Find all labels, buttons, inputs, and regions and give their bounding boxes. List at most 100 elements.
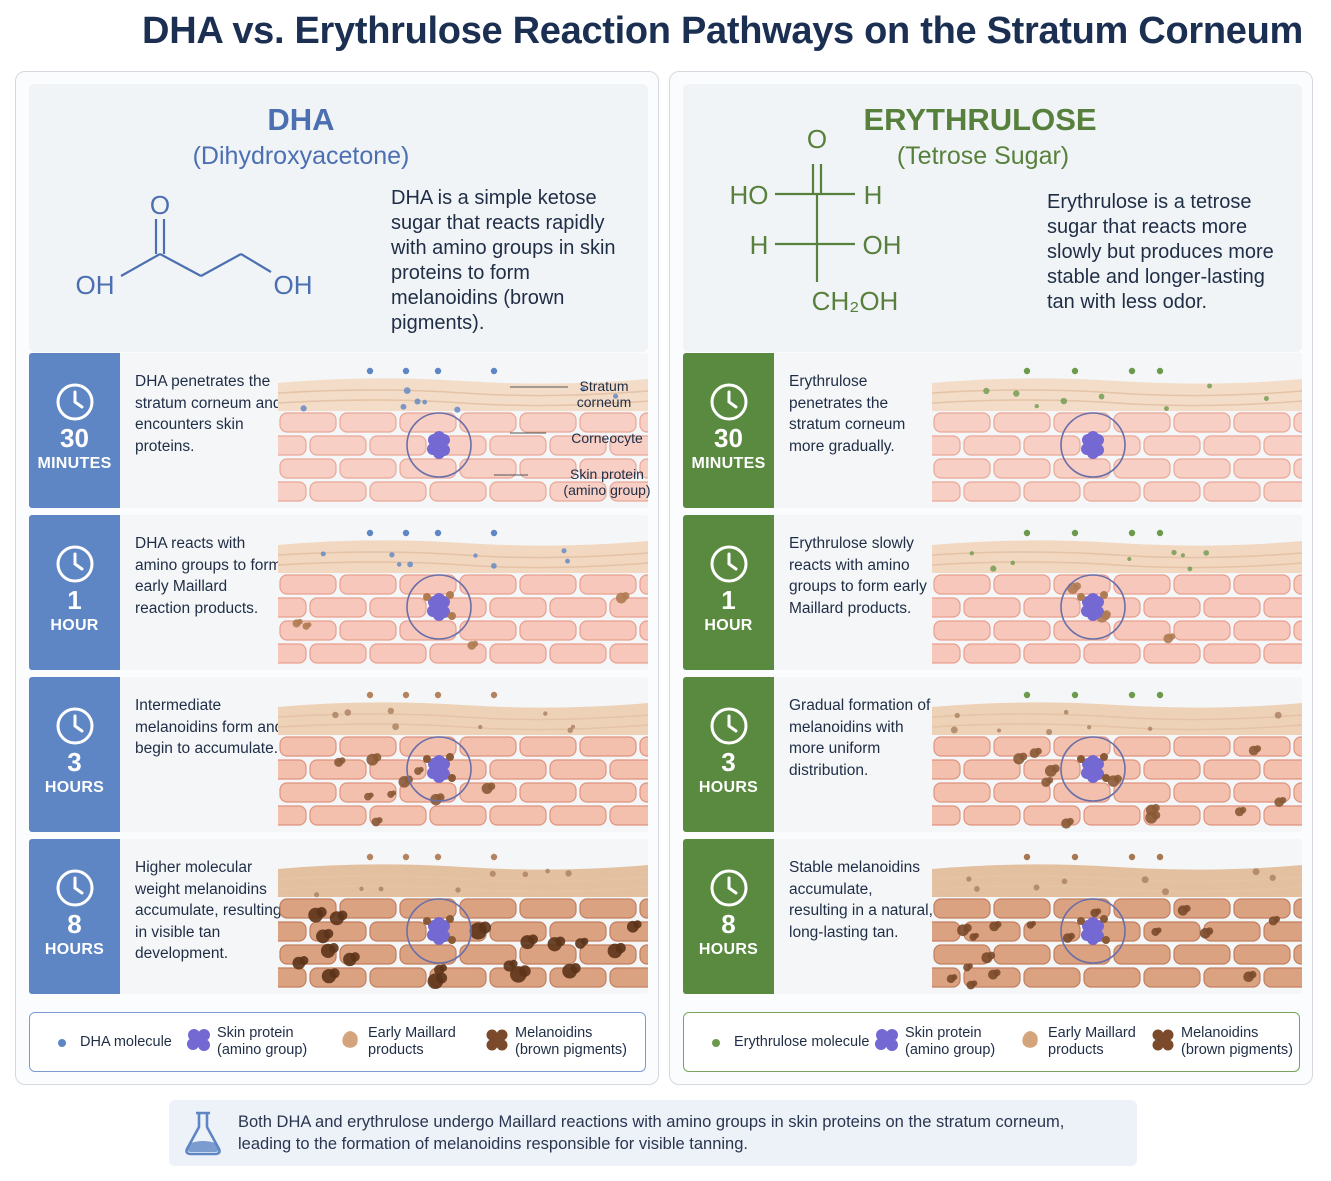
skin-protein-blob <box>427 755 450 783</box>
dha-structure-diagram: O OH OH <box>76 190 313 300</box>
clock-icon <box>710 545 748 583</box>
molecule-fragment <box>545 868 551 874</box>
pigment-spot <box>343 952 360 967</box>
corneocyte-cell <box>1293 782 1302 803</box>
time-number: 3 <box>67 747 82 777</box>
ery-skin-illustration <box>873 529 1302 664</box>
molecule-fragment <box>300 405 307 412</box>
molecule-fragment <box>522 871 529 878</box>
legend-label: Early Maillard products <box>1048 1025 1136 1058</box>
focus-ring <box>1060 412 1126 478</box>
clock-icon-wrap <box>708 381 750 428</box>
molecule-fragment <box>966 876 972 882</box>
corneocyte-cell <box>609 643 648 664</box>
focus-ring <box>1060 574 1126 640</box>
pigment-spot <box>292 618 303 628</box>
flask-icon <box>185 1111 221 1156</box>
corneocyte-cell <box>993 458 1051 479</box>
molecule-fragment <box>950 726 958 734</box>
time-unit: HOUR <box>704 617 753 634</box>
molecule-fragment <box>1063 709 1069 715</box>
clock-icon-wrap <box>54 867 96 914</box>
molecule-fragment <box>1141 876 1149 884</box>
corneocyte-cell <box>1173 574 1231 595</box>
corneocyte-cell <box>903 921 961 942</box>
molecule-fragment <box>1161 888 1169 896</box>
corneocyte-cell <box>1233 620 1291 641</box>
corneocyte-cell <box>309 481 367 502</box>
molecule-fragment <box>1046 728 1053 736</box>
pigment-spot <box>510 965 531 983</box>
molecule-fragment <box>1207 383 1213 389</box>
corneocyte-cell <box>1143 481 1201 502</box>
corneocyte-cell <box>609 435 648 456</box>
pigment-spot <box>316 928 334 944</box>
corneocyte-cell <box>279 574 337 595</box>
clock-icon <box>710 707 748 745</box>
melanoidin-icon <box>1152 1029 1174 1051</box>
corneocyte-cell <box>903 759 961 780</box>
skin-protein-blob <box>1081 917 1104 945</box>
molecule-fragment <box>1034 403 1039 409</box>
corneocyte-cell <box>933 412 991 433</box>
corneocyte-cell <box>579 412 637 433</box>
stage-illustration <box>873 515 1302 670</box>
protein-blob-icon <box>875 1029 898 1051</box>
corneocyte-cell <box>1023 967 1081 988</box>
pigment-spot <box>1248 745 1262 756</box>
molecule-fragment <box>378 886 384 892</box>
corneocyte-cell <box>1263 597 1302 618</box>
skin-protein-blob <box>1081 755 1104 783</box>
erythrulose-header: ERYTHRULOSE (Tetrose Sugar) O HO H H OH … <box>683 84 1302 352</box>
corneocyte-cell <box>639 574 648 595</box>
corneocyte-cell <box>339 736 397 757</box>
pigment-spot <box>427 972 448 990</box>
clock-icon-wrap <box>54 705 96 752</box>
erythrulose-structure-diagram: O HO H H OH CH₂OH <box>730 124 902 316</box>
erythrulose-ch2oh-label: CH₂OH <box>812 286 899 316</box>
corneocyte-cell <box>1293 898 1302 919</box>
molecule-fragment <box>543 711 548 716</box>
corneocyte-cell <box>1263 643 1302 664</box>
corneocyte-cell <box>993 412 1051 433</box>
stage-illustration <box>873 839 1302 994</box>
erythrulose-oh-label: OH <box>863 230 902 260</box>
molecule-fragment <box>1252 868 1260 876</box>
corneocyte-cell <box>1143 759 1201 780</box>
molecule-fragment <box>1263 396 1269 401</box>
molecule-dot <box>434 367 442 375</box>
protein-blob-icon <box>187 1029 210 1051</box>
pigment-spot <box>1090 908 1102 918</box>
molecule-fragment <box>1086 725 1092 730</box>
corneocyte-cell <box>1023 481 1081 502</box>
stage-description: Stable melanoidins accumulate, resulting… <box>789 859 933 941</box>
corneocyte-cell <box>1143 597 1201 618</box>
corneocyte-cell <box>903 481 961 502</box>
legend-item: Erythrulose molecule <box>704 1034 874 1051</box>
corneocyte-cell <box>1053 736 1111 757</box>
pigment-spot <box>562 962 581 979</box>
corneocyte-cell <box>1293 458 1302 479</box>
stage-illustration <box>219 677 648 832</box>
corneocyte-cell <box>579 458 637 479</box>
corneocyte-cell <box>369 805 427 826</box>
pigment-spot <box>1062 932 1075 943</box>
corneocyte-cell <box>993 944 1051 965</box>
corneocyte-cell <box>309 643 367 664</box>
erythrulose-subtitle: (Tetrose Sugar) <box>896 142 1070 170</box>
corneocyte-cell <box>279 782 337 803</box>
corneocyte-cell <box>549 435 607 456</box>
skin-protein-blob <box>427 593 450 621</box>
pigment-spot <box>1044 764 1060 777</box>
molecule-fragment <box>1269 874 1276 881</box>
focus-ring <box>406 412 472 478</box>
pigment-spot <box>292 956 309 970</box>
skin-protein-blob <box>1081 593 1104 621</box>
summary-text: Both DHA and erythrulose undergo Maillar… <box>238 1113 1065 1153</box>
